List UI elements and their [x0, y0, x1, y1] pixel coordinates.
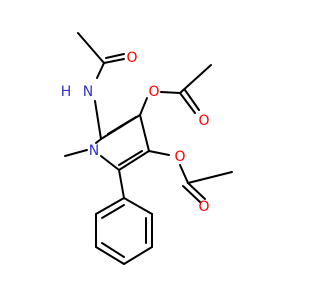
bond-c3-c4 — [139, 114, 150, 152]
bond-ph4-inner — [101, 242, 125, 258]
bond-ph4 — [95, 246, 125, 265]
bond-c2-c3-inner — [107, 116, 137, 135]
bond-ph6 — [95, 197, 125, 215]
bond-ph1 — [123, 197, 153, 215]
bond-c5-phenyl — [118, 169, 125, 199]
bond-amide-c-ch3 — [77, 32, 105, 64]
atom-label-ester-o1: O — [148, 84, 159, 100]
bond-acetyl2-c-o — [187, 182, 206, 200]
bond-ph3 — [123, 246, 153, 265]
structure-svg: N H O N O O O O — [61, 32, 233, 265]
atom-label-ester-o2: O — [174, 149, 185, 165]
bond-amide-c-o-double — [105, 53, 125, 59]
bond-c2-nh — [94, 100, 102, 140]
bond-c3-o1 — [139, 97, 148, 116]
bond-c4-c5-inner — [118, 150, 143, 166]
bond-c4-o2 — [148, 150, 170, 156]
bond-acetyl1-ch3 — [179, 64, 212, 94]
atom-label-nh-h: H — [61, 84, 72, 100]
bond-acetyl1-c-o — [179, 92, 196, 114]
atom-label-carbonyl-o2: O — [198, 199, 209, 215]
atom-labels: N H O N O O O O — [61, 50, 210, 215]
atom-label-carbonyl-o1: O — [198, 113, 209, 129]
bond-amide-c-o — [103, 58, 125, 64]
bond-acetyl2-ch3 — [187, 171, 233, 184]
bond-c5-n1 — [100, 155, 120, 171]
bond-n1-c2 — [95, 138, 102, 144]
bond-nh-c — [96, 62, 105, 79]
bonds — [64, 32, 233, 265]
atom-label-ring-n: N — [89, 143, 99, 159]
bond-o2-c — [179, 164, 189, 184]
bond-o1-c — [160, 91, 181, 94]
bond-acetyl1-c-o-double — [184, 89, 200, 111]
bond-acetyl2-c-o-double — [182, 185, 201, 203]
bond-n-methyl — [64, 149, 88, 157]
atom-label-nh: N — [83, 84, 93, 100]
bond-c4-c5 — [118, 150, 150, 171]
bond-ph6-inner — [101, 204, 125, 219]
atom-label-amide-o: O — [126, 50, 137, 66]
molecule-diagram: N H O N O O O O — [61, 32, 233, 265]
